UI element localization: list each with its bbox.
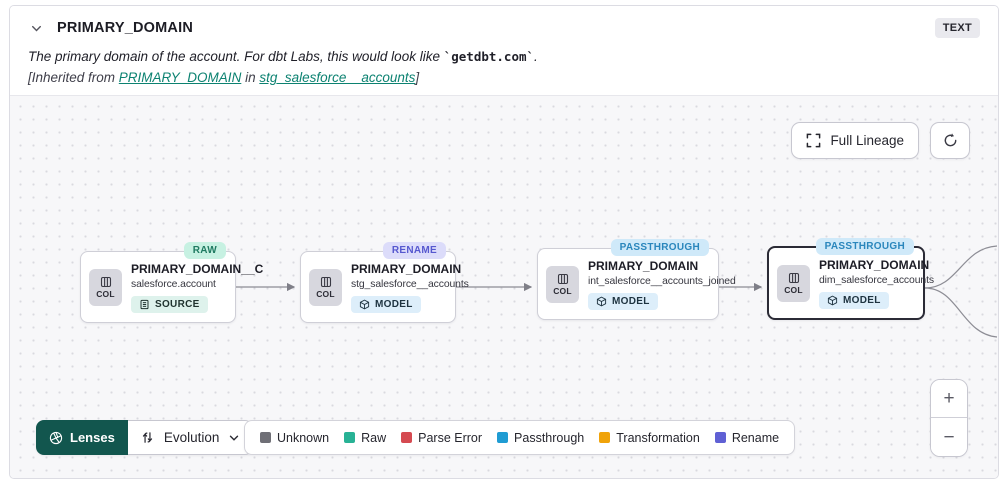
chevron-down-icon: [230, 435, 239, 441]
column-icon: [788, 272, 799, 284]
column-chip: COL: [546, 266, 579, 303]
inherited-model-link[interactable]: stg_salesforce__accounts: [259, 70, 416, 85]
column-description: The primary domain of the account. For d…: [28, 49, 980, 64]
lineage-node-dim-selected[interactable]: PASSTHROUGH COL PRIMARY_DOMAIN dim_sales…: [767, 238, 934, 320]
lens-aperture-icon: [49, 431, 63, 444]
lens-legend: Unknown Raw Parse Error Passthrough Tran…: [244, 420, 796, 455]
column-chip: COL: [777, 265, 810, 302]
lens-control: Lenses Evolution: [36, 420, 254, 455]
model-icon: [827, 295, 838, 306]
legend-label: Passthrough: [514, 430, 585, 445]
legend-label: Unknown: [277, 430, 330, 445]
legend-label: Rename: [731, 430, 780, 445]
lens-selector-dropdown[interactable]: Evolution: [127, 420, 254, 455]
inherited-from-line: [Inherited from PRIMARY_DOMAIN in stg_sa…: [28, 70, 980, 85]
col-chip-label: COL: [316, 289, 335, 299]
legend-swatch: [714, 432, 726, 443]
model-icon: [359, 299, 370, 310]
column-icon: [557, 273, 568, 285]
lenses-label: Lenses: [70, 430, 115, 445]
node-title: PRIMARY_DOMAIN__C: [131, 262, 264, 276]
source-icon: [140, 299, 149, 310]
status-badge-rename: RENAME: [382, 242, 446, 259]
inherited-prefix: [Inherited from: [28, 70, 119, 85]
zoom-controls: + −: [930, 379, 968, 457]
lineage-node-intermediate[interactable]: PASSTHROUGH COL PRIMARY_DOMAIN int_sales…: [537, 239, 736, 320]
column-icon: [320, 276, 331, 288]
refresh-button[interactable]: [930, 122, 970, 159]
zoom-out-button[interactable]: −: [931, 418, 967, 456]
node-title: PRIMARY_DOMAIN: [819, 258, 930, 272]
legend-swatch: [497, 432, 509, 443]
expand-icon: [807, 133, 821, 148]
refresh-icon: [944, 133, 956, 147]
node-type-badge: SOURCE: [131, 296, 208, 313]
node-title: PRIMARY_DOMAIN: [351, 262, 462, 276]
node-type-label: MODEL: [375, 299, 413, 310]
col-chip-label: COL: [96, 289, 115, 299]
col-chip-label: COL: [553, 286, 572, 296]
column-chip: COL: [89, 269, 122, 306]
inherited-column-link[interactable]: PRIMARY_DOMAIN: [118, 70, 242, 85]
column-type-badge: TEXT: [934, 18, 980, 38]
column-title: PRIMARY_DOMAIN: [57, 20, 193, 36]
legend-item-rename: Rename: [714, 430, 780, 445]
legend-swatch: [599, 432, 611, 443]
node-type-label: SOURCE: [155, 299, 200, 310]
legend-swatch: [260, 432, 271, 443]
legend-item-passthrough: Passthrough: [497, 431, 584, 445]
description-text: The primary domain of the account. For d…: [28, 49, 444, 64]
node-type-label: MODEL: [843, 295, 881, 306]
col-chip-label: COL: [784, 285, 803, 295]
node-title: PRIMARY_DOMAIN: [588, 259, 699, 273]
full-lineage-button[interactable]: Full Lineage: [791, 122, 919, 159]
legend-swatch: [344, 432, 356, 443]
inherited-middle: in: [241, 70, 260, 85]
zoom-in-button[interactable]: +: [931, 380, 967, 418]
model-icon: [596, 296, 607, 307]
status-badge-raw: RAW: [183, 242, 226, 259]
full-lineage-label: Full Lineage: [830, 133, 904, 148]
column-lineage-panel: PRIMARY_DOMAIN TEXT The primary domain o…: [9, 5, 999, 479]
lineage-canvas[interactable]: RAW COL PRIMARY_DOMAIN__C salesforce.acc…: [10, 96, 998, 478]
node-type-label: MODEL: [612, 296, 650, 307]
status-badge-passthrough: PASSTHROUGH: [610, 239, 709, 256]
legend-item-transformation: Transformation: [599, 431, 700, 445]
node-subtitle: salesforce.account: [131, 279, 216, 290]
inherited-suffix: ]: [415, 70, 420, 85]
legend-label: Transformation: [616, 430, 700, 445]
lens-selected-label: Evolution: [163, 430, 220, 445]
description-period: .: [534, 49, 538, 64]
legend-label: Raw: [361, 430, 387, 445]
node-type-badge: MODEL: [588, 293, 658, 310]
legend-swatch: [401, 432, 413, 443]
node-subtitle: int_salesforce__accounts_joined: [588, 276, 736, 287]
node-type-badge: MODEL: [351, 296, 421, 313]
legend-item-raw: Raw: [344, 431, 386, 445]
lenses-button[interactable]: Lenses: [36, 420, 128, 455]
status-badge-passthrough: PASSTHROUGH: [815, 238, 914, 255]
evolution-icon: [142, 432, 152, 443]
lineage-node-source[interactable]: RAW COL PRIMARY_DOMAIN__C salesforce.acc…: [80, 242, 263, 323]
node-type-badge: MODEL: [819, 292, 889, 309]
collapse-chevron-icon[interactable]: [28, 20, 45, 37]
legend-item-unknown: Unknown: [260, 431, 329, 445]
legend-label: Parse Error: [418, 430, 483, 445]
column-header: PRIMARY_DOMAIN TEXT The primary domain o…: [10, 6, 998, 96]
legend-item-parse-error: Parse Error: [401, 431, 482, 445]
lineage-node-staging[interactable]: RENAME COL PRIMARY_DOMAIN stg_salesforce…: [300, 242, 469, 323]
description-code: `getdbt.com`: [443, 49, 535, 64]
node-subtitle: stg_salesforce__accounts: [351, 279, 469, 290]
node-subtitle: dim_salesforce_accounts: [819, 275, 934, 286]
column-chip: COL: [309, 269, 342, 306]
column-icon: [100, 276, 111, 288]
